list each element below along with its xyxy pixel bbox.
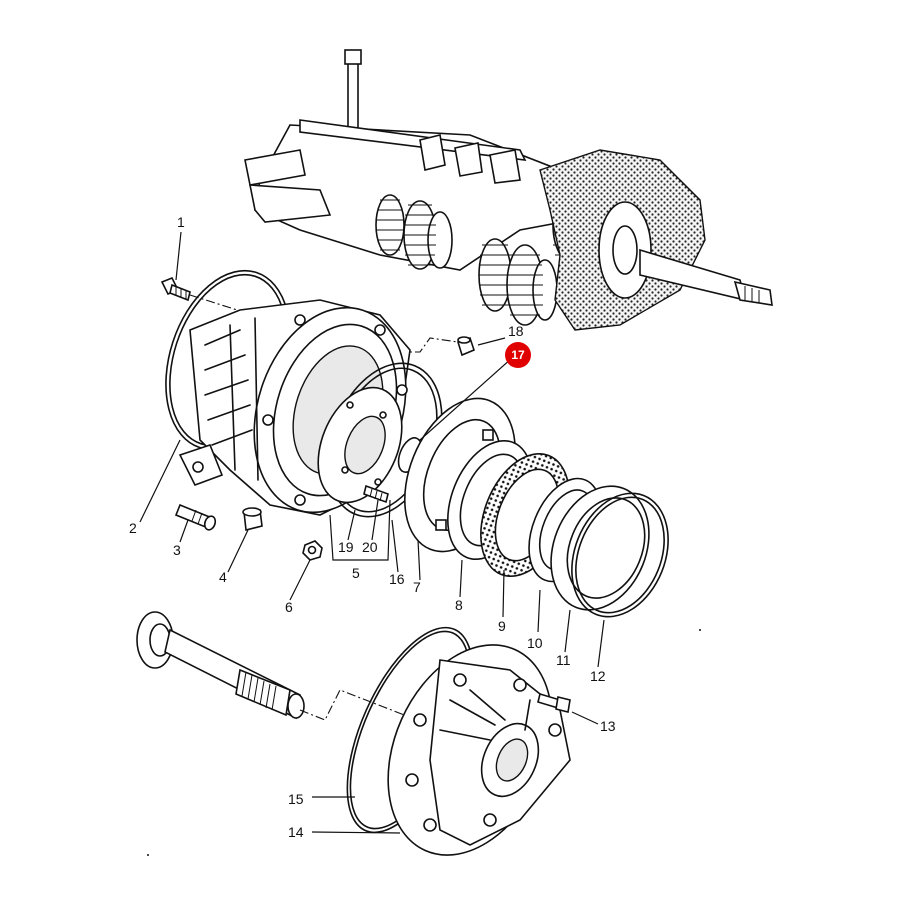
callout-20[interactable]: 20 — [362, 539, 378, 555]
callout-13[interactable]: 13 — [600, 718, 616, 734]
part-6-nut — [302, 540, 323, 561]
part-18-plug — [457, 336, 475, 357]
leader-18-path — [398, 337, 459, 353]
part-3-dowel-pin — [174, 503, 217, 531]
callout-14[interactable]: 14 — [288, 824, 304, 840]
callout-10[interactable]: 10 — [527, 635, 543, 651]
callout-17[interactable]: 17 — [511, 348, 525, 362]
callout-8[interactable]: 8 — [455, 597, 463, 613]
callout-3[interactable]: 3 — [173, 542, 181, 558]
callout-15[interactable]: 15 — [288, 791, 304, 807]
callout-1[interactable]: 1 — [177, 214, 185, 230]
callout-2[interactable]: 2 — [129, 520, 137, 536]
leader-17 — [419, 357, 513, 441]
callout-7[interactable]: 7 — [413, 579, 421, 595]
part-1-bolt — [160, 276, 191, 302]
callout-9[interactable]: 9 — [498, 618, 506, 634]
part-12-retaining-ring — [571, 492, 669, 618]
part-13-bolt — [537, 692, 571, 713]
part-20-screw — [363, 484, 389, 504]
gearbox-assembly — [244, 49, 773, 331]
output-shaft — [136, 611, 305, 720]
callout-19[interactable]: 19 — [338, 539, 354, 555]
part-19-plate — [317, 386, 403, 504]
callout-6[interactable]: 6 — [285, 599, 293, 615]
callout-18[interactable]: 18 — [508, 323, 524, 339]
callout-11[interactable]: 11 — [556, 652, 571, 668]
stray-dot — [699, 629, 701, 631]
part-14-rear-cover — [387, 644, 571, 856]
stray-dot — [147, 854, 149, 856]
callout-16[interactable]: 16 — [389, 571, 405, 587]
callout-4[interactable]: 4 — [219, 569, 227, 585]
leader-lines — [139, 231, 605, 834]
callout-5[interactable]: 5 — [352, 565, 360, 581]
part-4-bush — [242, 507, 263, 531]
callout-labels: 1 2 3 4 5 6 7 8 9 10 11 12 13 14 15 16 1… — [129, 214, 616, 840]
callout-17-highlight[interactable]: 17 — [505, 342, 531, 368]
callout-12[interactable]: 12 — [590, 668, 606, 684]
